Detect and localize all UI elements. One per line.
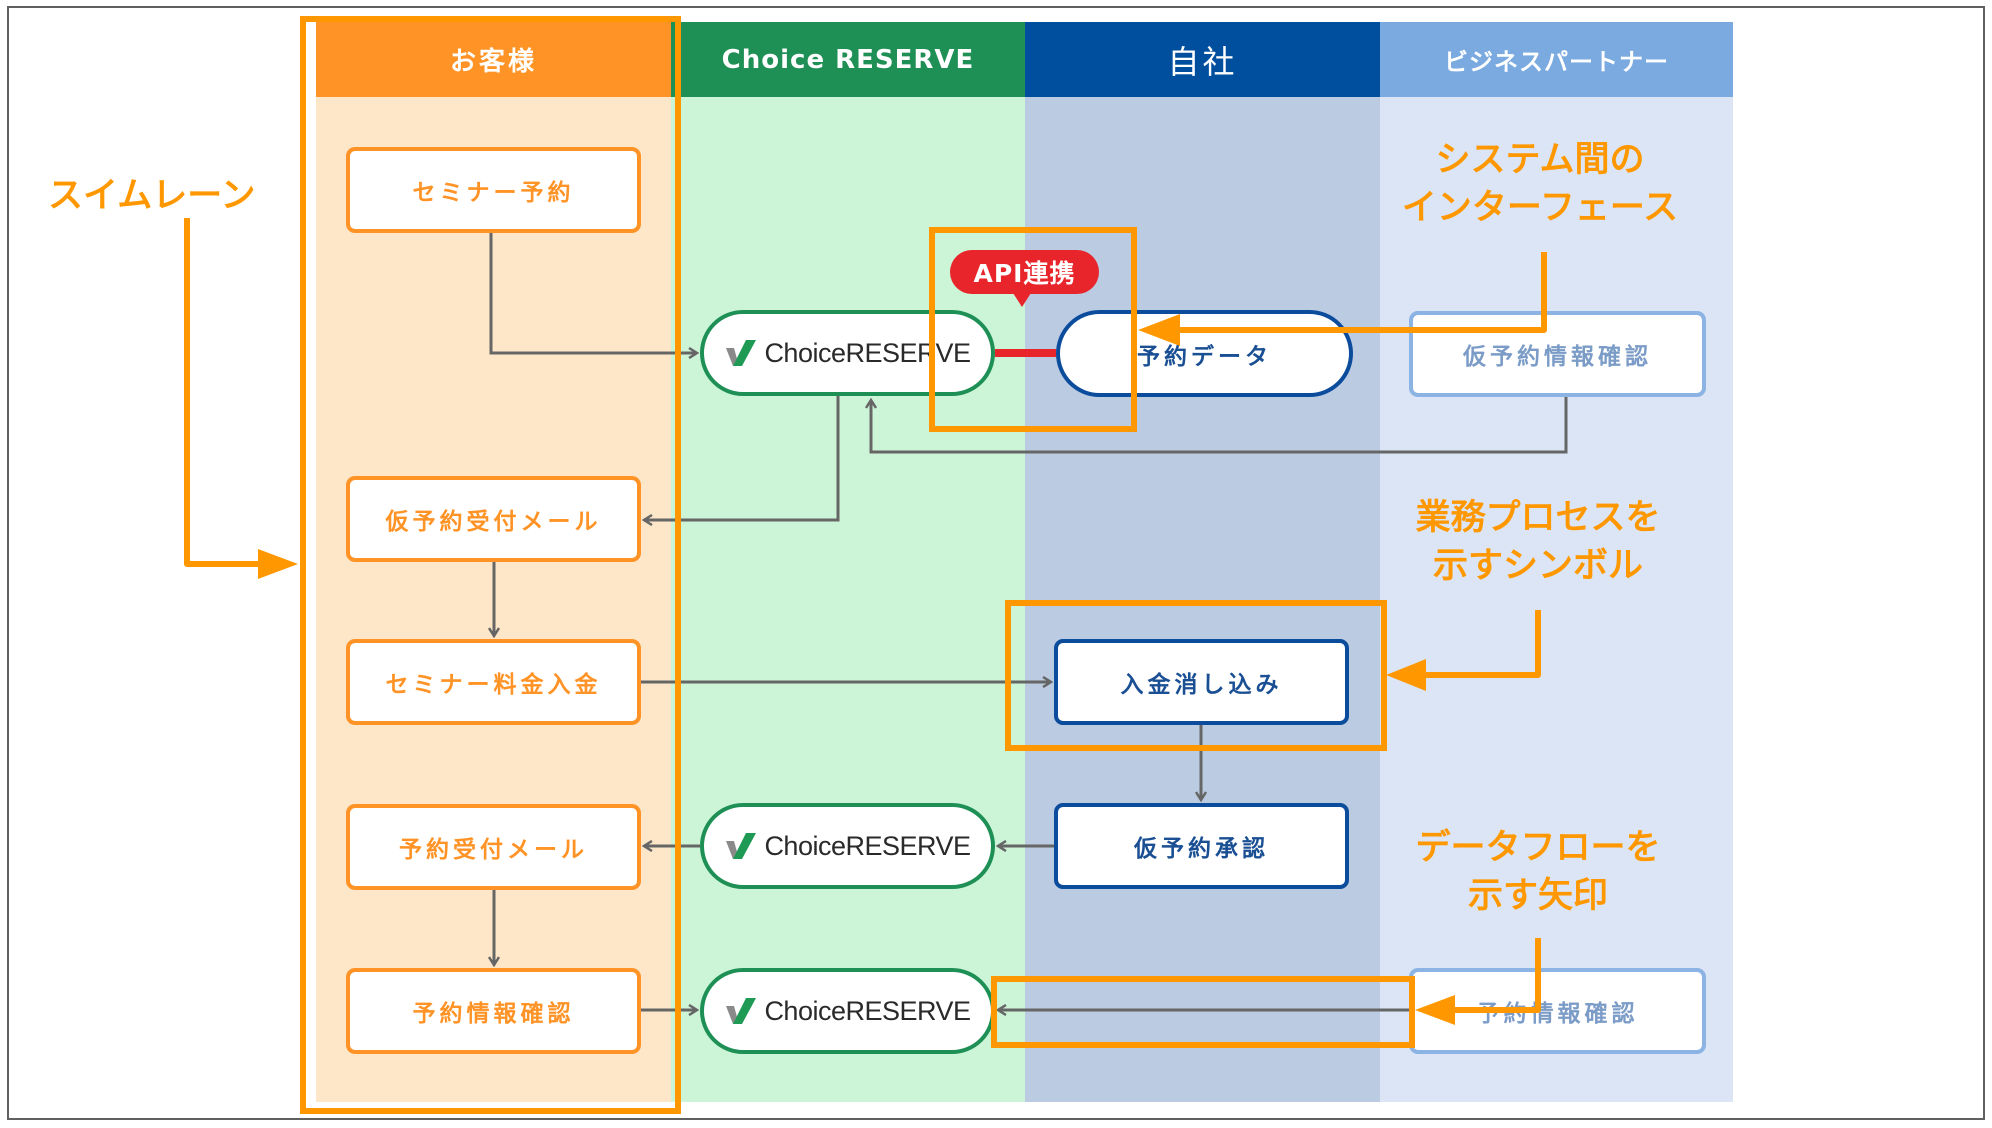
node-payment-reconciliation: 入金消し込み <box>1054 639 1349 725</box>
highlight-interface <box>929 227 1137 432</box>
annotation-process-line1: 業務プロセスを <box>1415 498 1661 538</box>
node-choice-reserve-1: ChoiceRESERVE <box>700 310 995 396</box>
annotation-process-symbol: 業務プロセスを 示すシンボル <box>1384 494 1692 590</box>
lane-header-own-company: 自社 <box>1025 22 1380 97</box>
annotation-process-line2: 示すシンボル <box>1432 546 1643 586</box>
diagram-frame <box>7 6 1985 1120</box>
annotation-interface-line1: システム間の <box>1435 140 1645 180</box>
lane-body-business-partner <box>1380 97 1733 1102</box>
node-partner-provisional-check: 仮予約情報確認 <box>1409 311 1706 397</box>
node-choice-reserve-2: ChoiceRESERVE <box>700 803 995 889</box>
lane-header-choice-reserve: Choice RESERVE <box>671 22 1025 97</box>
api-integration-badge: API連携 <box>950 250 1099 307</box>
highlight-data-flow <box>991 976 1415 1048</box>
lane-business-partner: ビジネスパートナー <box>1380 22 1733 1102</box>
choice-reserve-logo: ChoiceRESERVE <box>724 995 971 1027</box>
lane-own-company: 自社 <box>1025 22 1380 1102</box>
annotation-interface: システム間の インターフェース <box>1384 136 1696 232</box>
checkmark-logo-icon <box>726 998 757 1024</box>
node-seminar-reservation: セミナー予約 <box>346 147 641 233</box>
node-seminar-payment: セミナー料金入金 <box>346 639 641 725</box>
annotation-interface-line2: インターフェース <box>1401 188 1679 228</box>
choice-reserve-logo-text: ChoiceRESERVE <box>764 830 971 861</box>
annotation-data-flow: データフローを 示す矢印 <box>1384 824 1692 920</box>
annotation-dataflow-line1: データフローを <box>1415 828 1661 868</box>
choice-reserve-logo-text: ChoiceRESERVE <box>764 337 971 368</box>
lane-header-customer: お客様 <box>316 22 671 97</box>
checkmark-logo-icon <box>726 833 757 859</box>
choice-reserve-logo-text: ChoiceRESERVE <box>764 995 971 1026</box>
lane-choice-reserve: Choice RESERVE <box>671 22 1025 1102</box>
highlight-process-symbol <box>1005 600 1387 751</box>
node-provisional-mail: 仮予約受付メール <box>346 476 641 562</box>
node-provisional-approval: 仮予約承認 <box>1054 803 1349 889</box>
node-partner-reservation-check: 予約情報確認 <box>1409 968 1706 1054</box>
lane-header-business-partner: ビジネスパートナー <box>1380 22 1733 97</box>
node-reservation-mail: 予約受付メール <box>346 804 641 890</box>
annotation-dataflow-line2: 示す矢印 <box>1467 876 1608 916</box>
checkmark-logo-icon <box>726 340 757 366</box>
highlight-swimlane <box>300 16 681 1114</box>
choice-reserve-logo: ChoiceRESERVE <box>724 337 971 369</box>
choice-reserve-logo: ChoiceRESERVE <box>724 830 971 862</box>
node-reservation-info-check: 予約情報確認 <box>346 968 641 1054</box>
annotation-swimlane: スイムレーン <box>48 176 256 216</box>
node-choice-reserve-3: ChoiceRESERVE <box>700 968 995 1054</box>
